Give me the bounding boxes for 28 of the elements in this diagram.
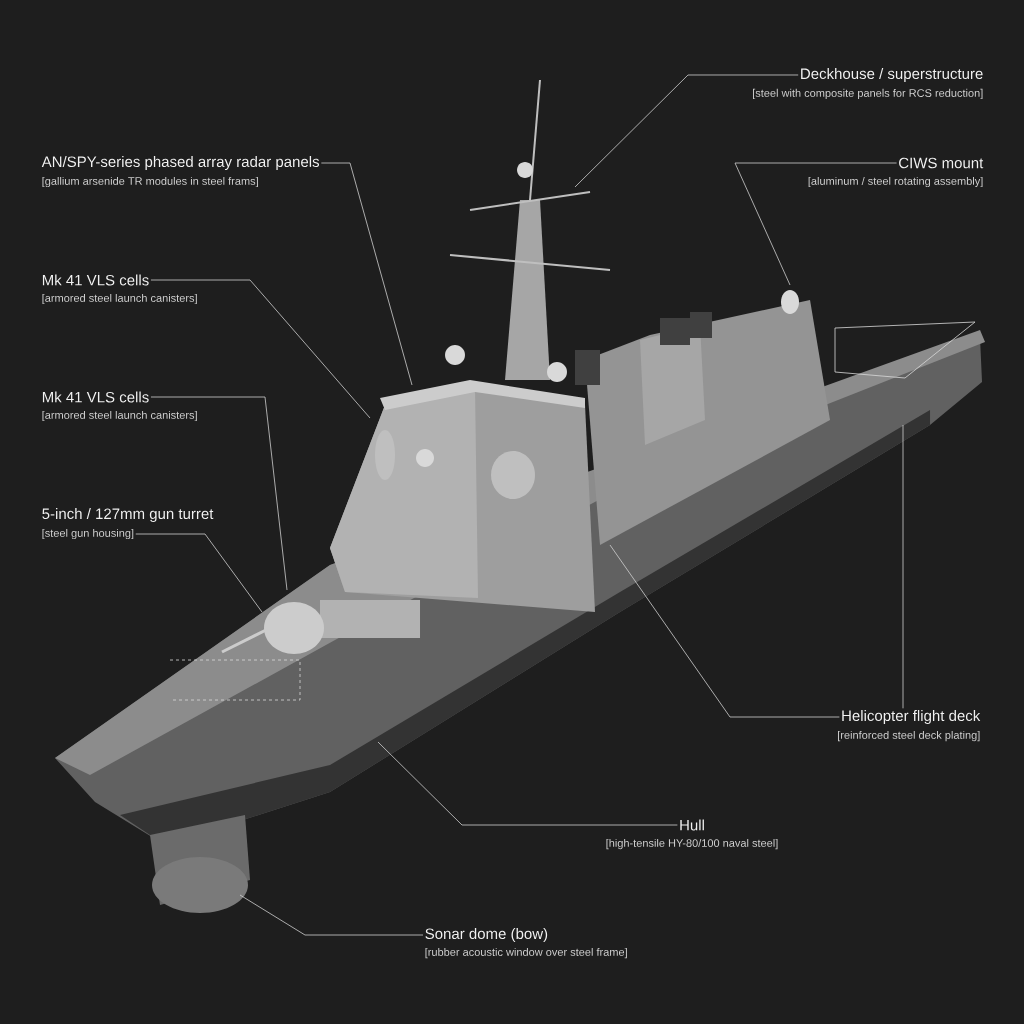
callout-title: Mk 41 VLS cells (42, 391, 149, 403)
leader-line (135, 533, 263, 613)
callout-description: [rubber acoustic window over steel frame] (425, 947, 627, 959)
callout-description: [aluminum / steel rotating assembly] (808, 176, 983, 188)
leader-line (239, 894, 424, 936)
leader-line (377, 741, 678, 826)
callout-description: [armored steel launch canisters] (42, 410, 197, 422)
callout-title: 5-inch / 127mm gun turret (42, 508, 214, 522)
leader-line (574, 74, 799, 188)
callout-description: [armored steel launch canisters] (42, 293, 197, 305)
callout-title: Mk 41 VLS cells (42, 274, 149, 286)
callout-description: [steel gun housing] (42, 528, 134, 540)
callout-description: [steel with composite panels for RCS reduction] (753, 88, 983, 100)
leader-line (150, 279, 371, 419)
callout-title: Deckhouse / superstructure (801, 68, 983, 82)
callout-description: [gallium arsenide TR modules in steel frams] (42, 176, 258, 188)
callout-description: [high-tensile HY-80/100 naval steel] (606, 838, 778, 850)
callout-title: Sonar dome (bow) (425, 928, 548, 942)
leader-line (734, 162, 897, 286)
callout-title: AN/SPY-series phased array radar panels (41, 156, 320, 170)
callout-title: CIWS mount (899, 157, 984, 169)
callout-description: [reinforced steel deck plating] (838, 730, 980, 742)
leader-line (609, 544, 840, 718)
leader-line (320, 162, 413, 386)
leader-line (150, 396, 288, 591)
callout-title: Hull (680, 819, 704, 831)
callout-title: Helicopter flight deck (842, 710, 981, 724)
leader-line (902, 424, 904, 709)
